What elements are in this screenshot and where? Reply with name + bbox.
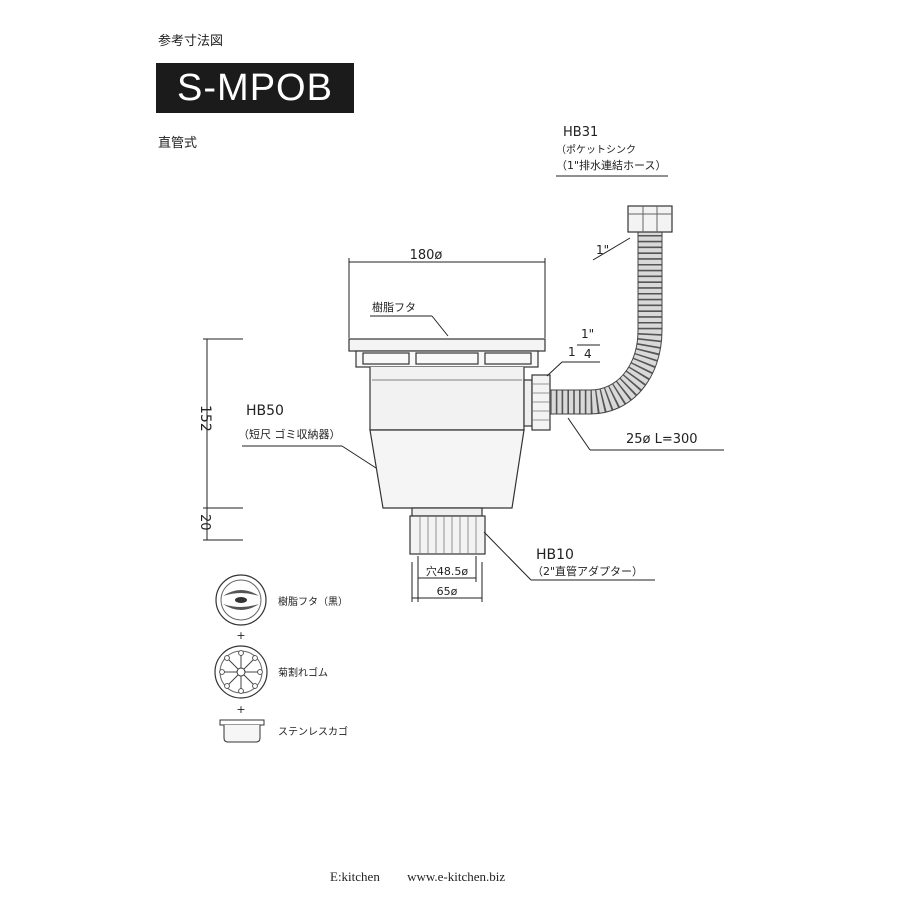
diagram-subtitle: 参考寸法図 [158, 34, 224, 49]
footer: E:kitchen www.e-kitchen.biz [330, 869, 529, 885]
hb31-desc-2: （1"排水連結ホース） [556, 158, 667, 172]
part-label-basket: ステンレスカゴ [278, 725, 348, 738]
lid-rim [348, 338, 546, 352]
footer-url[interactable]: www.e-kitchen.biz [407, 869, 506, 884]
plus-sign-2: + [236, 703, 245, 716]
dim-hole: 穴48.5ø [426, 564, 468, 578]
adapter-body [409, 515, 486, 555]
dimension-lines [203, 258, 546, 602]
drain-hose [550, 205, 673, 415]
hb10-desc: （2"直管アダプター） [532, 564, 643, 578]
hb50-code: HB50 [246, 403, 284, 419]
fitting-numerator: 1" [581, 327, 594, 341]
dim-outer: 65ø [437, 585, 458, 598]
fitting-denominator: 4 [584, 347, 592, 361]
dim-top-width: 180ø [410, 248, 443, 263]
lid-label: 樹脂フタ [372, 300, 416, 314]
hb50-leader [341, 445, 377, 469]
hb50-desc: （短尺 ゴミ収納器） [238, 427, 341, 441]
basket-assembly [348, 338, 551, 555]
hb31-desc-1: （ポケットシンク [556, 144, 636, 156]
side-fitting [531, 374, 551, 431]
basket-lower [369, 429, 525, 509]
rubber-seal-icon [214, 645, 268, 699]
basket-upper [369, 367, 525, 431]
hb31-code: HB31 [563, 125, 598, 140]
model-badge: S-MPOB [156, 63, 354, 113]
stainless-basket-icon [219, 719, 265, 743]
hose-spec-leader [567, 417, 591, 451]
thread-leader [592, 237, 631, 261]
lid-black-icon [215, 574, 267, 626]
fitting-leader [546, 361, 563, 377]
model-name: S-MPOB [177, 67, 333, 109]
fitting-whole: 1 [568, 345, 576, 359]
hb10-leader [483, 531, 532, 581]
hose-nut [627, 205, 673, 233]
dim-height: 152 [197, 405, 213, 432]
hose-spec: 25ø L=300 [626, 432, 698, 447]
hb10-code: HB10 [536, 547, 574, 563]
part-label-rubber: 菊割れゴム [278, 666, 328, 679]
drain-type-label: 直管式 [158, 136, 198, 151]
part-label-lid: 樹脂フタ（黒） [278, 595, 348, 608]
plus-sign-1: + [236, 629, 245, 642]
parts-legend: 樹脂フタ（黒） + 菊割れゴム + [214, 574, 348, 743]
hose-thread-label: 1" [596, 243, 609, 257]
footer-brand: E:kitchen [330, 869, 380, 884]
lid-leader [431, 315, 449, 337]
dim-bottom-height: 20 [197, 514, 212, 531]
